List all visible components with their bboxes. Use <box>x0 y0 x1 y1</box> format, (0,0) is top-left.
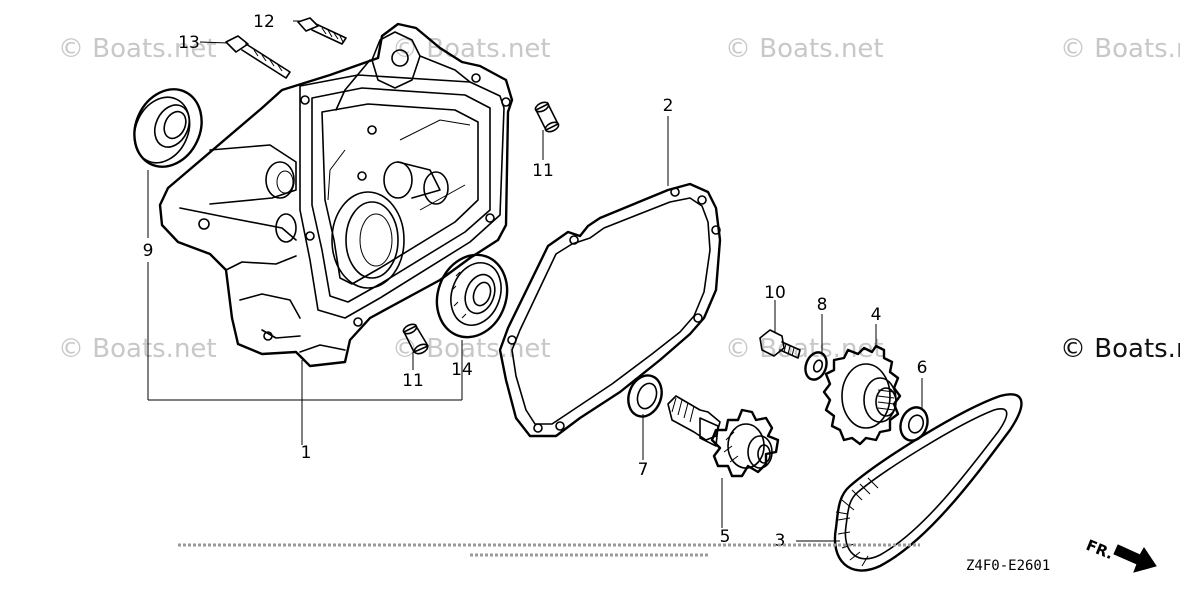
watermark: © Boats.net <box>725 34 884 64</box>
watermark: © Boats.net <box>725 334 884 364</box>
watermark: © Boats.n <box>1060 34 1180 64</box>
sprocket-4 <box>822 344 902 446</box>
part-label-5: 5 <box>720 527 731 547</box>
part-label-2: 2 <box>663 96 674 116</box>
bearing-14 <box>435 253 509 339</box>
watermark-layer: © Boats.net © Boats.net © Boats.net © Bo… <box>58 34 1180 364</box>
watermark: © Boats.net <box>58 34 217 64</box>
part-labels: 1 2 3 4 5 6 7 8 9 10 11 11 12 13 14 <box>143 12 928 551</box>
bolt-13 <box>225 35 291 79</box>
direction-arrow-icon <box>1113 544 1157 573</box>
part-label-9: 9 <box>143 241 154 261</box>
diagram-code: Z4F0-E2601 <box>966 558 1050 574</box>
part-label-14: 14 <box>451 360 473 380</box>
dowel-pin-11-upper <box>534 101 560 133</box>
leader-lines <box>147 20 923 542</box>
part-label-8: 8 <box>817 295 828 315</box>
part-label-4: 4 <box>871 305 882 325</box>
case-housing <box>158 22 514 368</box>
part-label-6: 6 <box>917 358 928 378</box>
part-label-11-lower: 11 <box>402 371 424 391</box>
washer-6 <box>899 406 929 442</box>
part-label-11-upper: 11 <box>532 161 554 181</box>
part-label-7: 7 <box>638 460 649 480</box>
part-label-13: 13 <box>178 33 200 53</box>
bolt-12 <box>297 17 347 45</box>
watermark: © Boats.net <box>392 334 551 364</box>
dowel-pin-11-lower <box>402 323 429 355</box>
part-label-12: 12 <box>253 12 275 32</box>
watermark: © Boats.n <box>1060 334 1180 364</box>
washer-7 <box>627 374 663 418</box>
oil-seal-9 <box>133 88 203 168</box>
shaft-sprocket-5 <box>667 395 780 478</box>
part-label-1: 1 <box>301 443 312 463</box>
gasket-2 <box>498 182 722 438</box>
washer-8 <box>804 351 828 381</box>
watermark: © Boats.net <box>58 334 217 364</box>
part-label-10: 10 <box>764 283 786 303</box>
front-direction-indicator: FR. <box>1084 536 1157 573</box>
part-label-3: 3 <box>775 531 786 551</box>
bolt-10 <box>759 329 801 359</box>
copyright-fine-print <box>178 543 920 557</box>
direction-label: FR. <box>1084 536 1117 563</box>
